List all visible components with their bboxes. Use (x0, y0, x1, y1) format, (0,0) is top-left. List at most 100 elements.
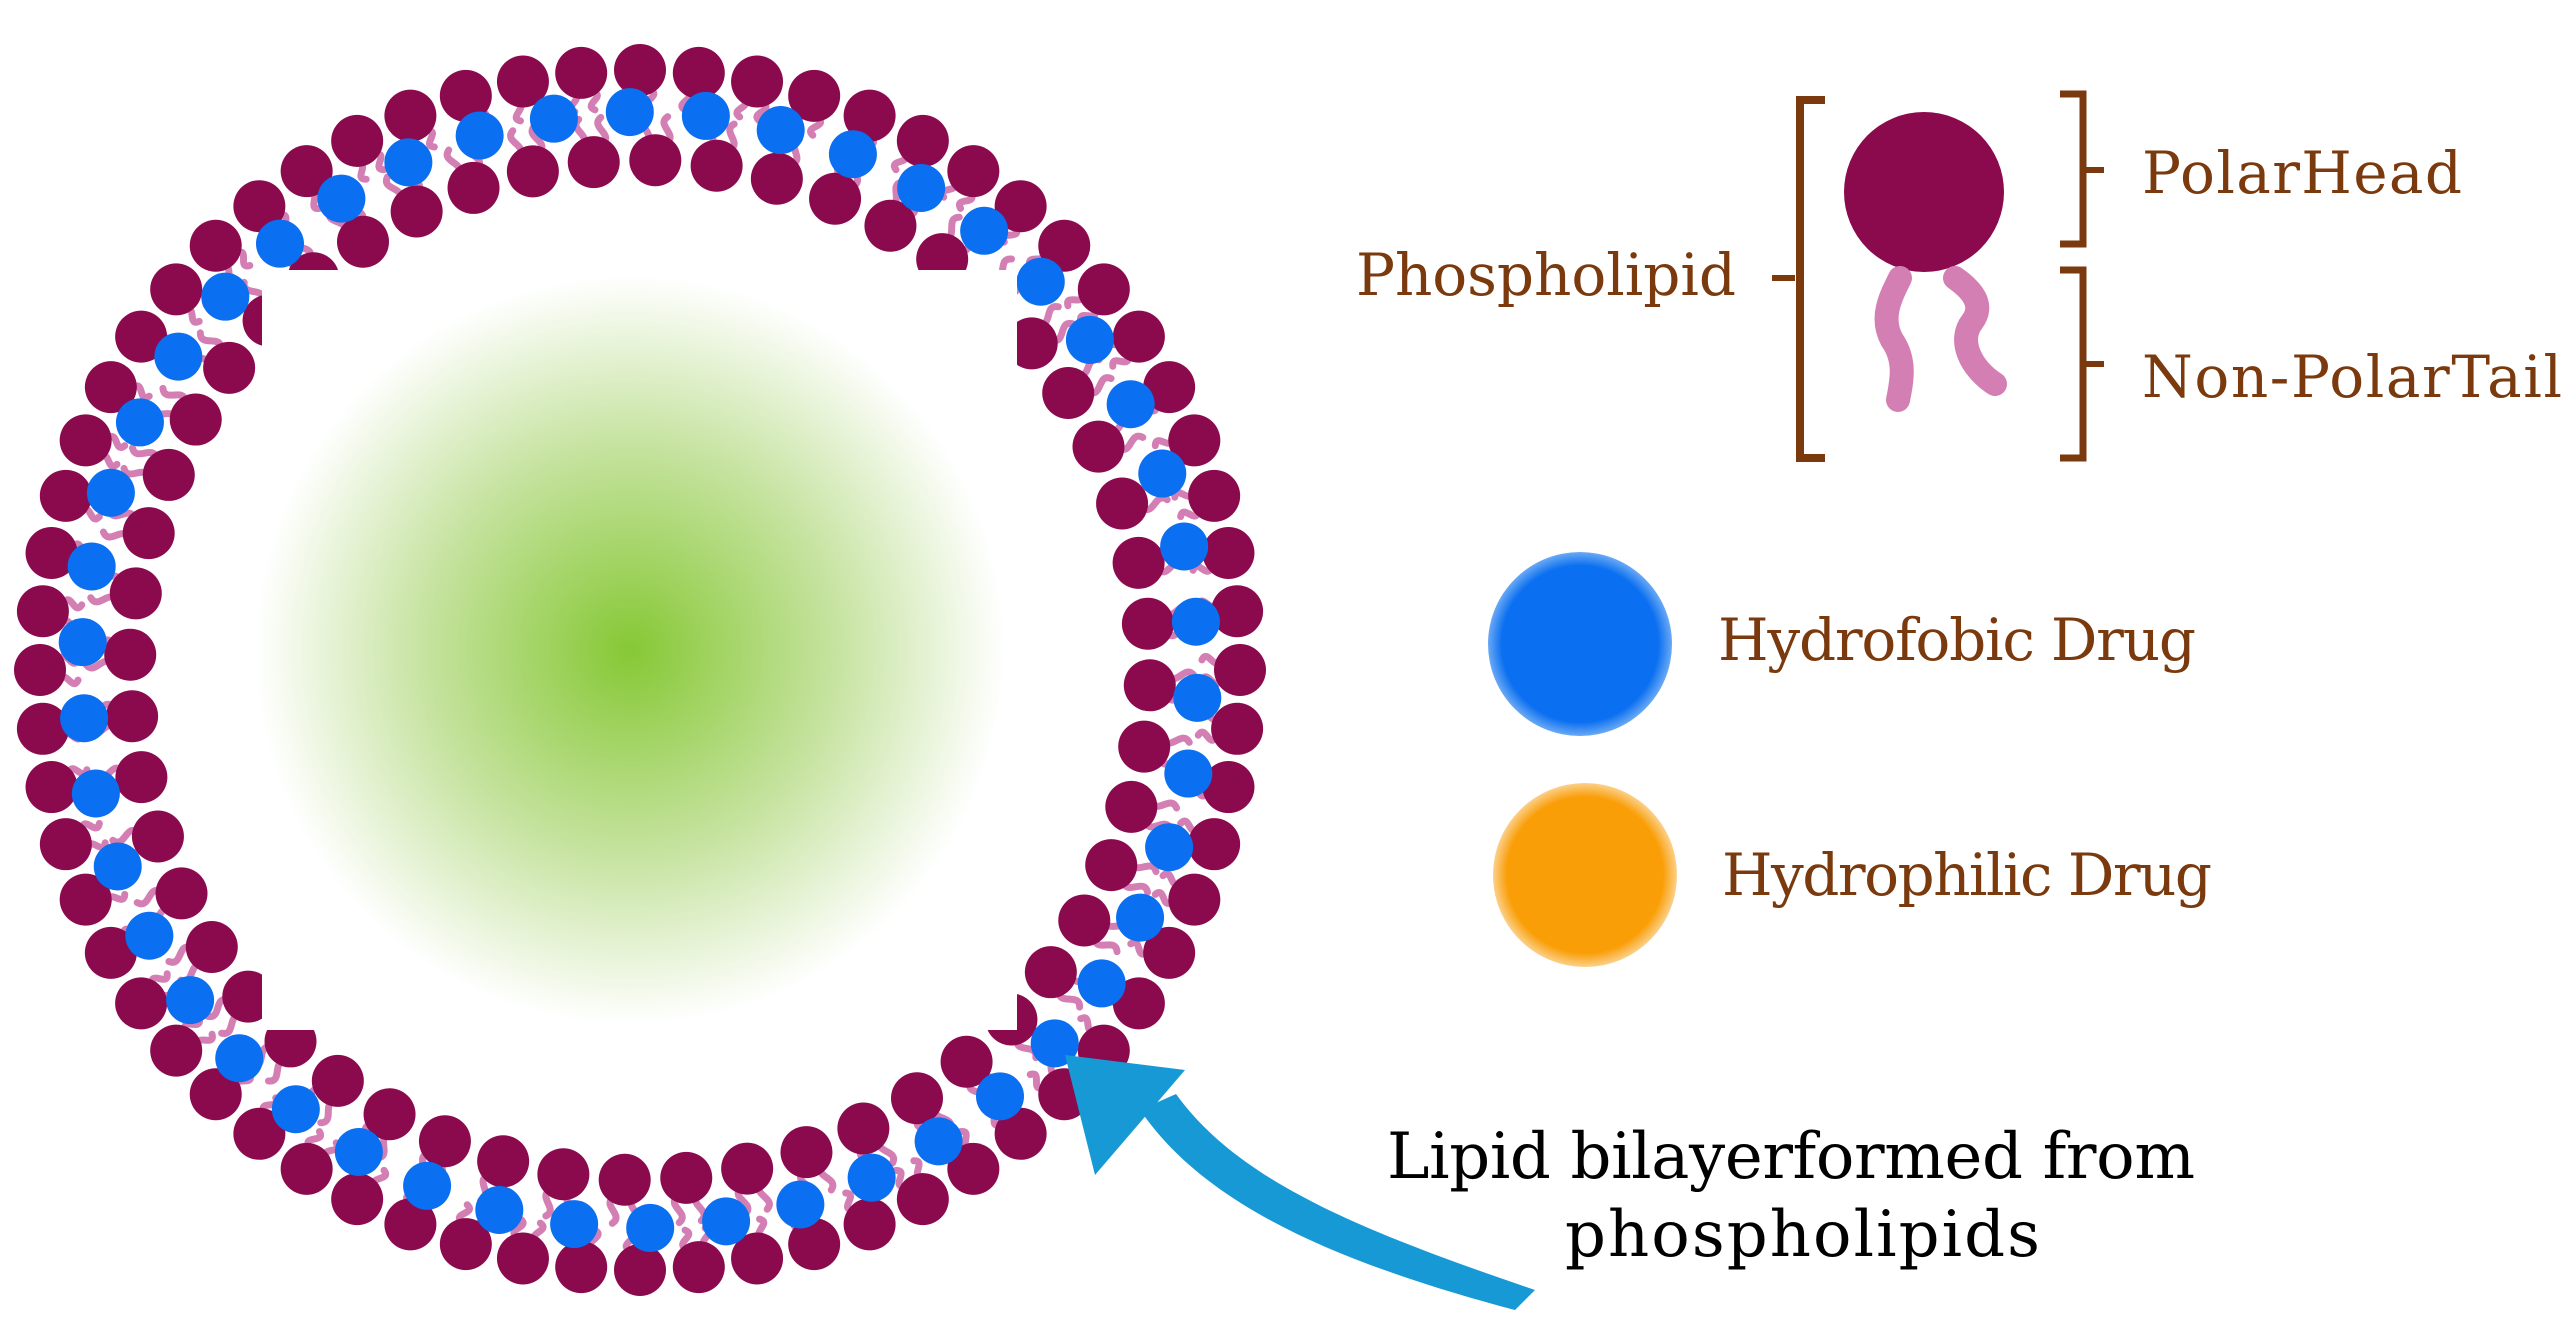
outer-head (233, 180, 286, 233)
hydrophobic-drug (201, 272, 250, 321)
phospholipid-tail-icon-2 (1943, 266, 2007, 396)
inner-head (890, 1072, 943, 1125)
inner-head (185, 920, 238, 973)
hydrophobic-drug (154, 332, 203, 381)
hydrophobic-drug (255, 219, 304, 268)
outer-head (555, 1241, 608, 1294)
hydrophilic-drug-icon (1493, 783, 1677, 967)
aqueous-core (255, 275, 1005, 1025)
outer-head (14, 644, 66, 696)
inner-head (780, 1126, 833, 1179)
hydrophobic-drug (828, 130, 877, 179)
hydrophobic-drug-icon (1488, 552, 1672, 736)
hydrophobic-drug (115, 398, 164, 447)
liposome (14, 44, 1266, 1296)
hydrophobic-drug (58, 618, 107, 667)
inner-head (104, 628, 157, 681)
outer-head (25, 526, 78, 579)
hydrophobic-drug (1173, 673, 1222, 722)
outer-head (896, 114, 949, 167)
left-bracket (1796, 96, 1825, 462)
inner-head (1112, 536, 1165, 589)
hydrophobic-drug (847, 1153, 896, 1202)
hydrophobic-drug (1171, 597, 1220, 646)
inner-head (311, 1054, 364, 1107)
outer-head (25, 761, 78, 814)
outer-head (672, 46, 725, 99)
outer-head (1168, 414, 1221, 467)
outer-head (788, 69, 841, 122)
outer-head (731, 55, 784, 108)
hydrophobic-drug (86, 468, 135, 517)
hydrophobic-drug (1138, 449, 1187, 498)
inner-head (1121, 597, 1174, 650)
hydrophobic-drug (626, 1203, 675, 1252)
outer-head (1112, 310, 1165, 363)
inner-head (1072, 420, 1125, 473)
inner-head (1005, 317, 1058, 370)
inner-head (598, 1153, 651, 1206)
inner-head (690, 139, 743, 192)
outer-head (16, 702, 69, 755)
outer-head (896, 1173, 949, 1226)
hydrophobic-drug (215, 1034, 264, 1083)
outer-head (672, 1241, 725, 1294)
hydrophobic-drug (317, 174, 366, 223)
non-polar-tail-label: Non-PolarTail (2142, 343, 2562, 411)
hydrophobic-drug (334, 1127, 383, 1176)
outer-head (233, 1107, 286, 1160)
inner-head (203, 341, 256, 394)
outer-head (331, 114, 384, 167)
inner-head (809, 172, 862, 225)
outer-head (384, 89, 437, 142)
hydrophobic-drug (914, 1117, 963, 1166)
inner-head (106, 690, 159, 743)
hydrophobic-drug (1077, 959, 1126, 1008)
outer-head (439, 69, 492, 122)
inner-head (418, 1115, 471, 1168)
hydrophobic-drug (897, 164, 946, 213)
hydrophobic-drug (756, 106, 805, 155)
outer-head (994, 180, 1047, 233)
inner-head (1123, 659, 1176, 712)
hydrophobic-drug (60, 694, 109, 743)
inner-head (222, 970, 275, 1023)
hydrophobic-drug (271, 1085, 320, 1134)
outer-head (555, 46, 608, 99)
non-polar-tail-bracket (2060, 266, 2087, 462)
inner-head (390, 185, 443, 238)
inner-head (940, 1035, 993, 1088)
curved-arrow-shaft (1140, 1094, 1535, 1310)
phospholipid-legend: Phospholipid PolarHead Non-PolarTail (1356, 90, 2562, 462)
inner-head (721, 1142, 774, 1195)
inner-head (109, 567, 162, 620)
outer-head (280, 1142, 333, 1195)
outer-head (1202, 526, 1255, 579)
annotation-line-1: Lipid bilayerformed from (1387, 1120, 2195, 1194)
outer-head (115, 310, 168, 363)
hydrophobic-drug (681, 91, 730, 140)
inner-head (477, 1135, 530, 1188)
inner-head (629, 134, 682, 187)
inner-head (169, 393, 222, 446)
outer-head (150, 263, 203, 316)
outer-head (189, 219, 242, 272)
inner-head (115, 751, 168, 804)
outer-head (1211, 702, 1264, 755)
inner-head (1024, 946, 1077, 999)
outer-head (1188, 469, 1241, 522)
hydrophobic-drug (1106, 380, 1155, 429)
hydrophobic-drug (702, 1197, 751, 1246)
outer-head (1077, 263, 1130, 316)
outer-head (843, 1198, 896, 1251)
phospholipid-head-icon (1844, 112, 2004, 272)
outer-head (788, 1218, 841, 1271)
outer-head (1214, 644, 1266, 696)
inner-head (837, 1102, 890, 1155)
outer-head (1143, 361, 1196, 414)
inner-head (1096, 477, 1149, 530)
hydrophobic-drug-label: Hydrofobic Drug (1718, 606, 2196, 674)
polar-head-bracket (2060, 90, 2087, 248)
outer-head (384, 1198, 437, 1251)
